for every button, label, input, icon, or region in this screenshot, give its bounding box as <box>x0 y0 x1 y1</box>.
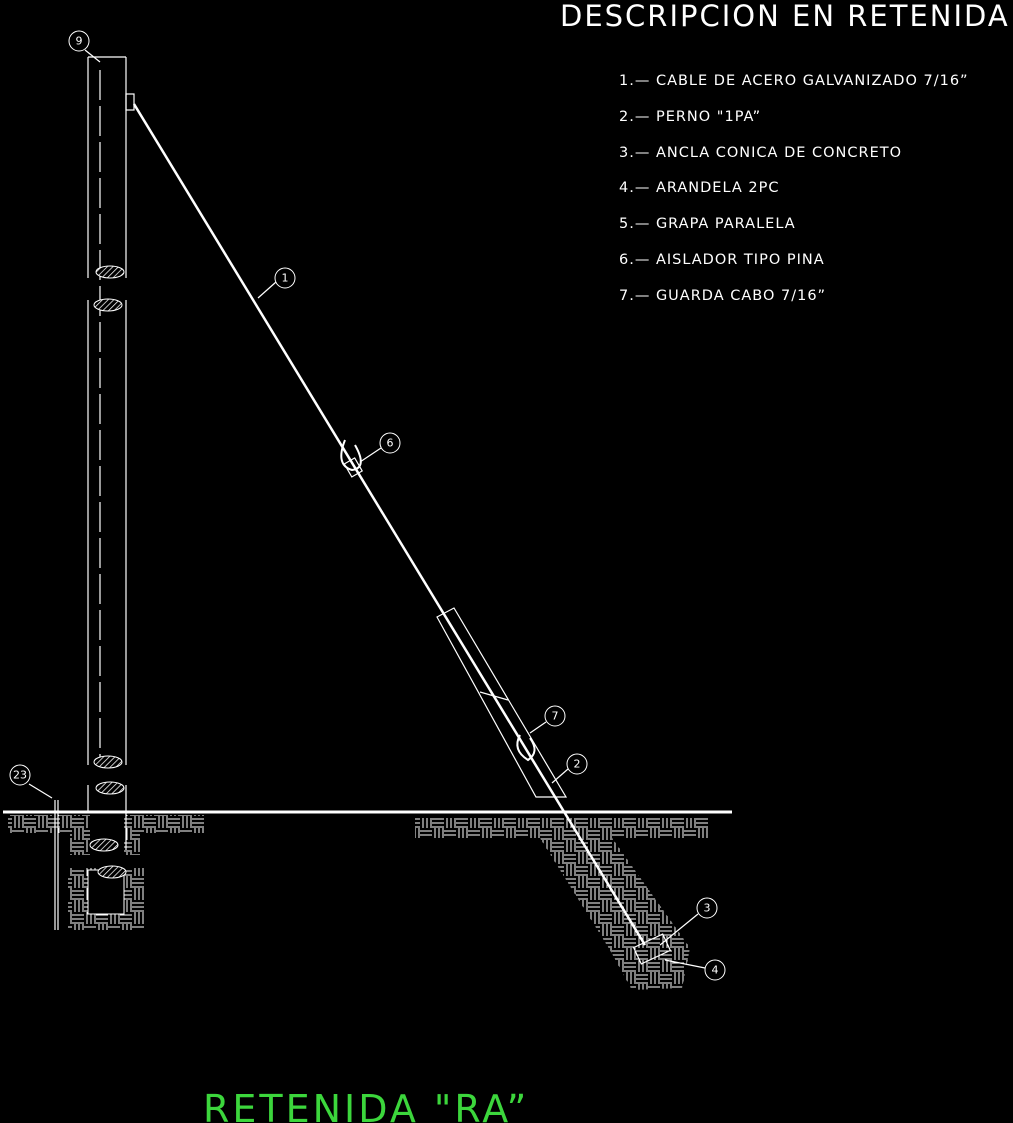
callout-3: 3 <box>659 897 718 946</box>
callout-2: 2 <box>551 753 588 784</box>
callout-9: 9 <box>68 30 101 63</box>
list-item: 2.— PERNO "1PA” <box>619 109 761 125</box>
callout-23: 23 <box>9 764 53 799</box>
anchor-block <box>632 933 672 965</box>
list-item: 5.— GRAPA PARALELA <box>619 216 796 232</box>
anchor-rod-sleeve <box>436 607 568 798</box>
list-item: 3.— ANCLA CONICA DE CONCRETO <box>619 145 902 161</box>
drawing-title: RETENIDA "RA” <box>203 1087 529 1123</box>
list-item: 6.— AISLADOR TIPO PINA <box>619 252 825 268</box>
svg-text:4: 4 <box>712 964 719 977</box>
callout-7: 7 <box>529 705 566 734</box>
svg-text:1: 1 <box>282 272 289 285</box>
callout-6: 6 <box>359 432 401 463</box>
svg-text:3: 3 <box>704 902 711 915</box>
svg-text:9: 9 <box>76 35 83 48</box>
svg-text:23: 23 <box>13 769 27 782</box>
callout-4: 4 <box>664 959 726 981</box>
list-item: 7.— GUARDA CABO 7/16” <box>619 288 826 304</box>
insulator <box>340 439 364 478</box>
pole <box>54 56 135 930</box>
callout-1: 1 <box>257 267 296 299</box>
svg-text:6: 6 <box>387 437 394 450</box>
list-item: 4.— ARANDELA 2PC <box>619 180 779 196</box>
guy-cable <box>132 103 647 946</box>
description-title: DESCRIPCION EN RETENIDA <box>560 0 1010 33</box>
list-item: 1.— CABLE DE ACERO GALVANIZADO 7/16” <box>619 73 969 89</box>
description-list: 1.— CABLE DE ACERO GALVANIZADO 7/16” 2.—… <box>619 73 969 304</box>
svg-text:7: 7 <box>552 710 559 723</box>
svg-text:2: 2 <box>574 758 581 771</box>
